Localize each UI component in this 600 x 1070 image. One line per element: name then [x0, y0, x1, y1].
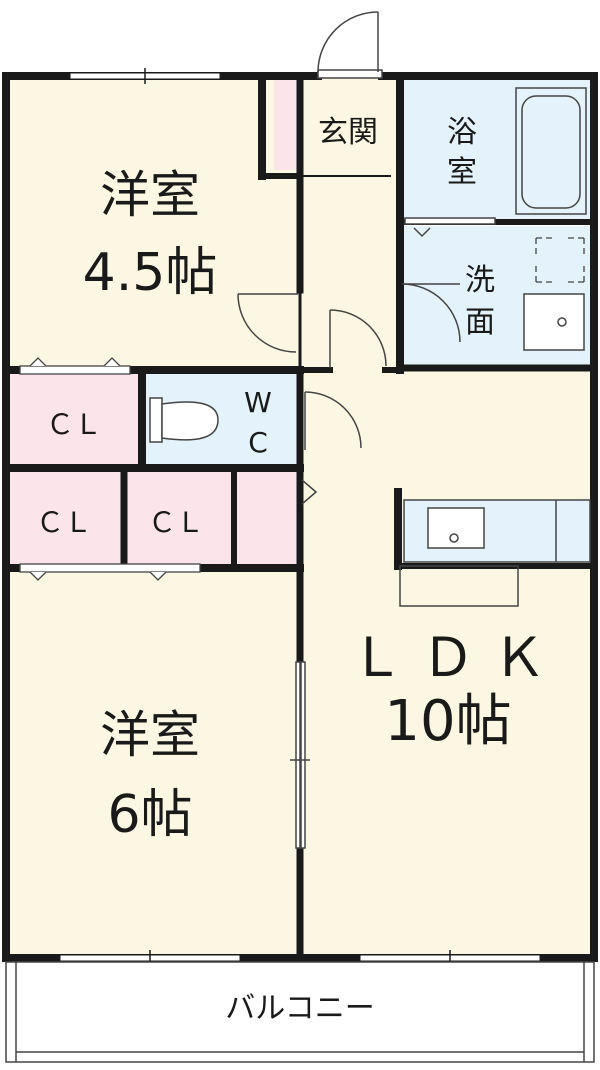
- bath-label-line1: 浴: [447, 115, 477, 150]
- bathtub: [515, 87, 587, 215]
- ldk-floor: [302, 370, 592, 955]
- western-room-2-size: 6帖: [107, 785, 192, 845]
- windows: [59, 68, 541, 966]
- washing-machine-space: [535, 237, 585, 283]
- ldk-size: 10帖: [384, 689, 511, 754]
- western-room-1-door: [237, 293, 298, 353]
- closet-1-floor: [8, 372, 140, 468]
- washroom-door: [401, 283, 461, 343]
- balcony: [5, 961, 595, 1063]
- washroom-label-line1: 洗: [465, 263, 495, 298]
- walls: [2, 72, 598, 962]
- hall-door: [329, 309, 387, 368]
- closet-3-label: ＣＬ: [148, 506, 204, 539]
- entrance-door: [317, 11, 383, 79]
- washbasin: [523, 293, 585, 351]
- ldk-door: [301, 479, 318, 505]
- wc-door: [304, 391, 362, 450]
- western-room-1-name: 洋室: [100, 166, 200, 224]
- western-room-1-floor: [8, 78, 298, 370]
- entrance-floor: [300, 78, 398, 174]
- entrance-label: 玄関: [318, 115, 378, 150]
- washroom-label-line2: 面: [465, 305, 495, 340]
- closet-3-floor: [126, 472, 232, 566]
- bath-label-line2: 室: [447, 155, 477, 190]
- ldk-name: Ｌ Ｄ Ｋ: [350, 626, 546, 689]
- closet-2-floor: [8, 472, 122, 566]
- closet-4-floor: [236, 472, 298, 566]
- western-room-2-floor: [8, 570, 298, 955]
- wc-label-line1: W: [244, 386, 272, 419]
- kitchen-counter: [399, 499, 591, 607]
- sliding-door: [290, 661, 310, 849]
- closet-door-markers: [19, 357, 201, 581]
- balcony-label: バルコニー: [225, 991, 374, 1026]
- bath-door: [404, 217, 496, 238]
- western-room-2-name: 洋室: [100, 706, 200, 764]
- western-room-1-size: 4.5帖: [83, 243, 218, 303]
- toilet: [149, 397, 219, 443]
- genkan-shoebox: [274, 78, 298, 170]
- hallway-floor: [300, 170, 400, 370]
- closet-2-label: ＣＬ: [36, 506, 92, 539]
- wc-label-line2: C: [248, 426, 268, 459]
- closet-1-label: ＣＬ: [46, 408, 102, 441]
